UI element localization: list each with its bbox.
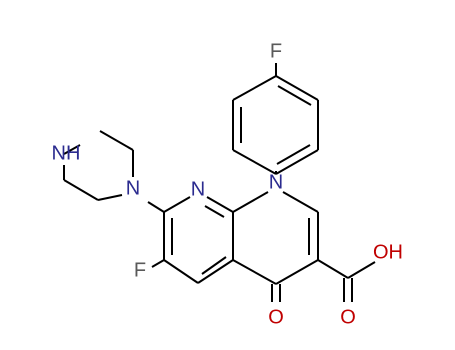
bond [97,194,123,201]
fluorophenyl-ring [232,63,319,175]
bond [282,191,319,213]
bond [347,261,376,279]
piperazine-ring [63,130,134,201]
bond [276,144,311,165]
bond [99,130,134,151]
naphthyridinone-core [163,171,319,285]
atom-oxygen-acid: O [340,306,356,328]
bond [204,205,225,218]
bond [163,259,199,284]
atom-nitrogen-n8: N [191,178,205,200]
bond [275,259,319,285]
atom-nitrogen-n1: N [269,171,283,193]
bond [147,201,165,213]
bond [232,75,277,101]
atom-fluorine-top: F [270,40,282,62]
bond [317,259,349,279]
bond [63,144,81,155]
atom-nh-piperazine: NH [52,142,81,164]
atom-fluorine-left: F [134,259,146,281]
bond [197,259,234,284]
bond [201,256,227,275]
bond [232,191,269,213]
bond [151,259,165,268]
bond [232,259,277,285]
bond [277,85,312,106]
bond [63,179,99,201]
atom-nitrogen-piperazine: N [126,177,140,199]
bond [275,149,319,175]
atom-oxygen-keto: O [268,306,284,328]
bond [275,75,319,101]
bond [163,196,191,213]
bond [232,149,277,175]
atom-hydroxyl: OH [373,241,403,263]
bond [206,196,234,213]
